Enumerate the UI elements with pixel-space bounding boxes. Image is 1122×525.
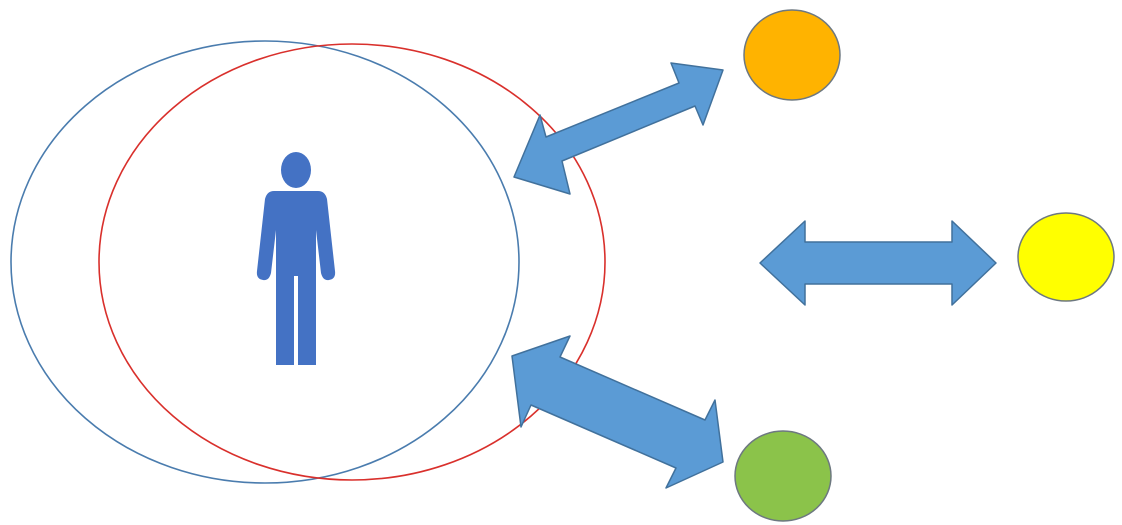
inner-ellipse: [98, 43, 606, 481]
yellow-circle-node: [1017, 212, 1115, 302]
orange-circle-node: [743, 9, 841, 101]
double-arrow-upper: [513, 62, 724, 195]
double-arrow-horizontal: [759, 220, 997, 306]
person-icon: [256, 152, 336, 365]
outer-ellipse: [10, 40, 520, 484]
double-arrow-lower: [511, 335, 724, 489]
green-circle-node: [734, 430, 832, 522]
